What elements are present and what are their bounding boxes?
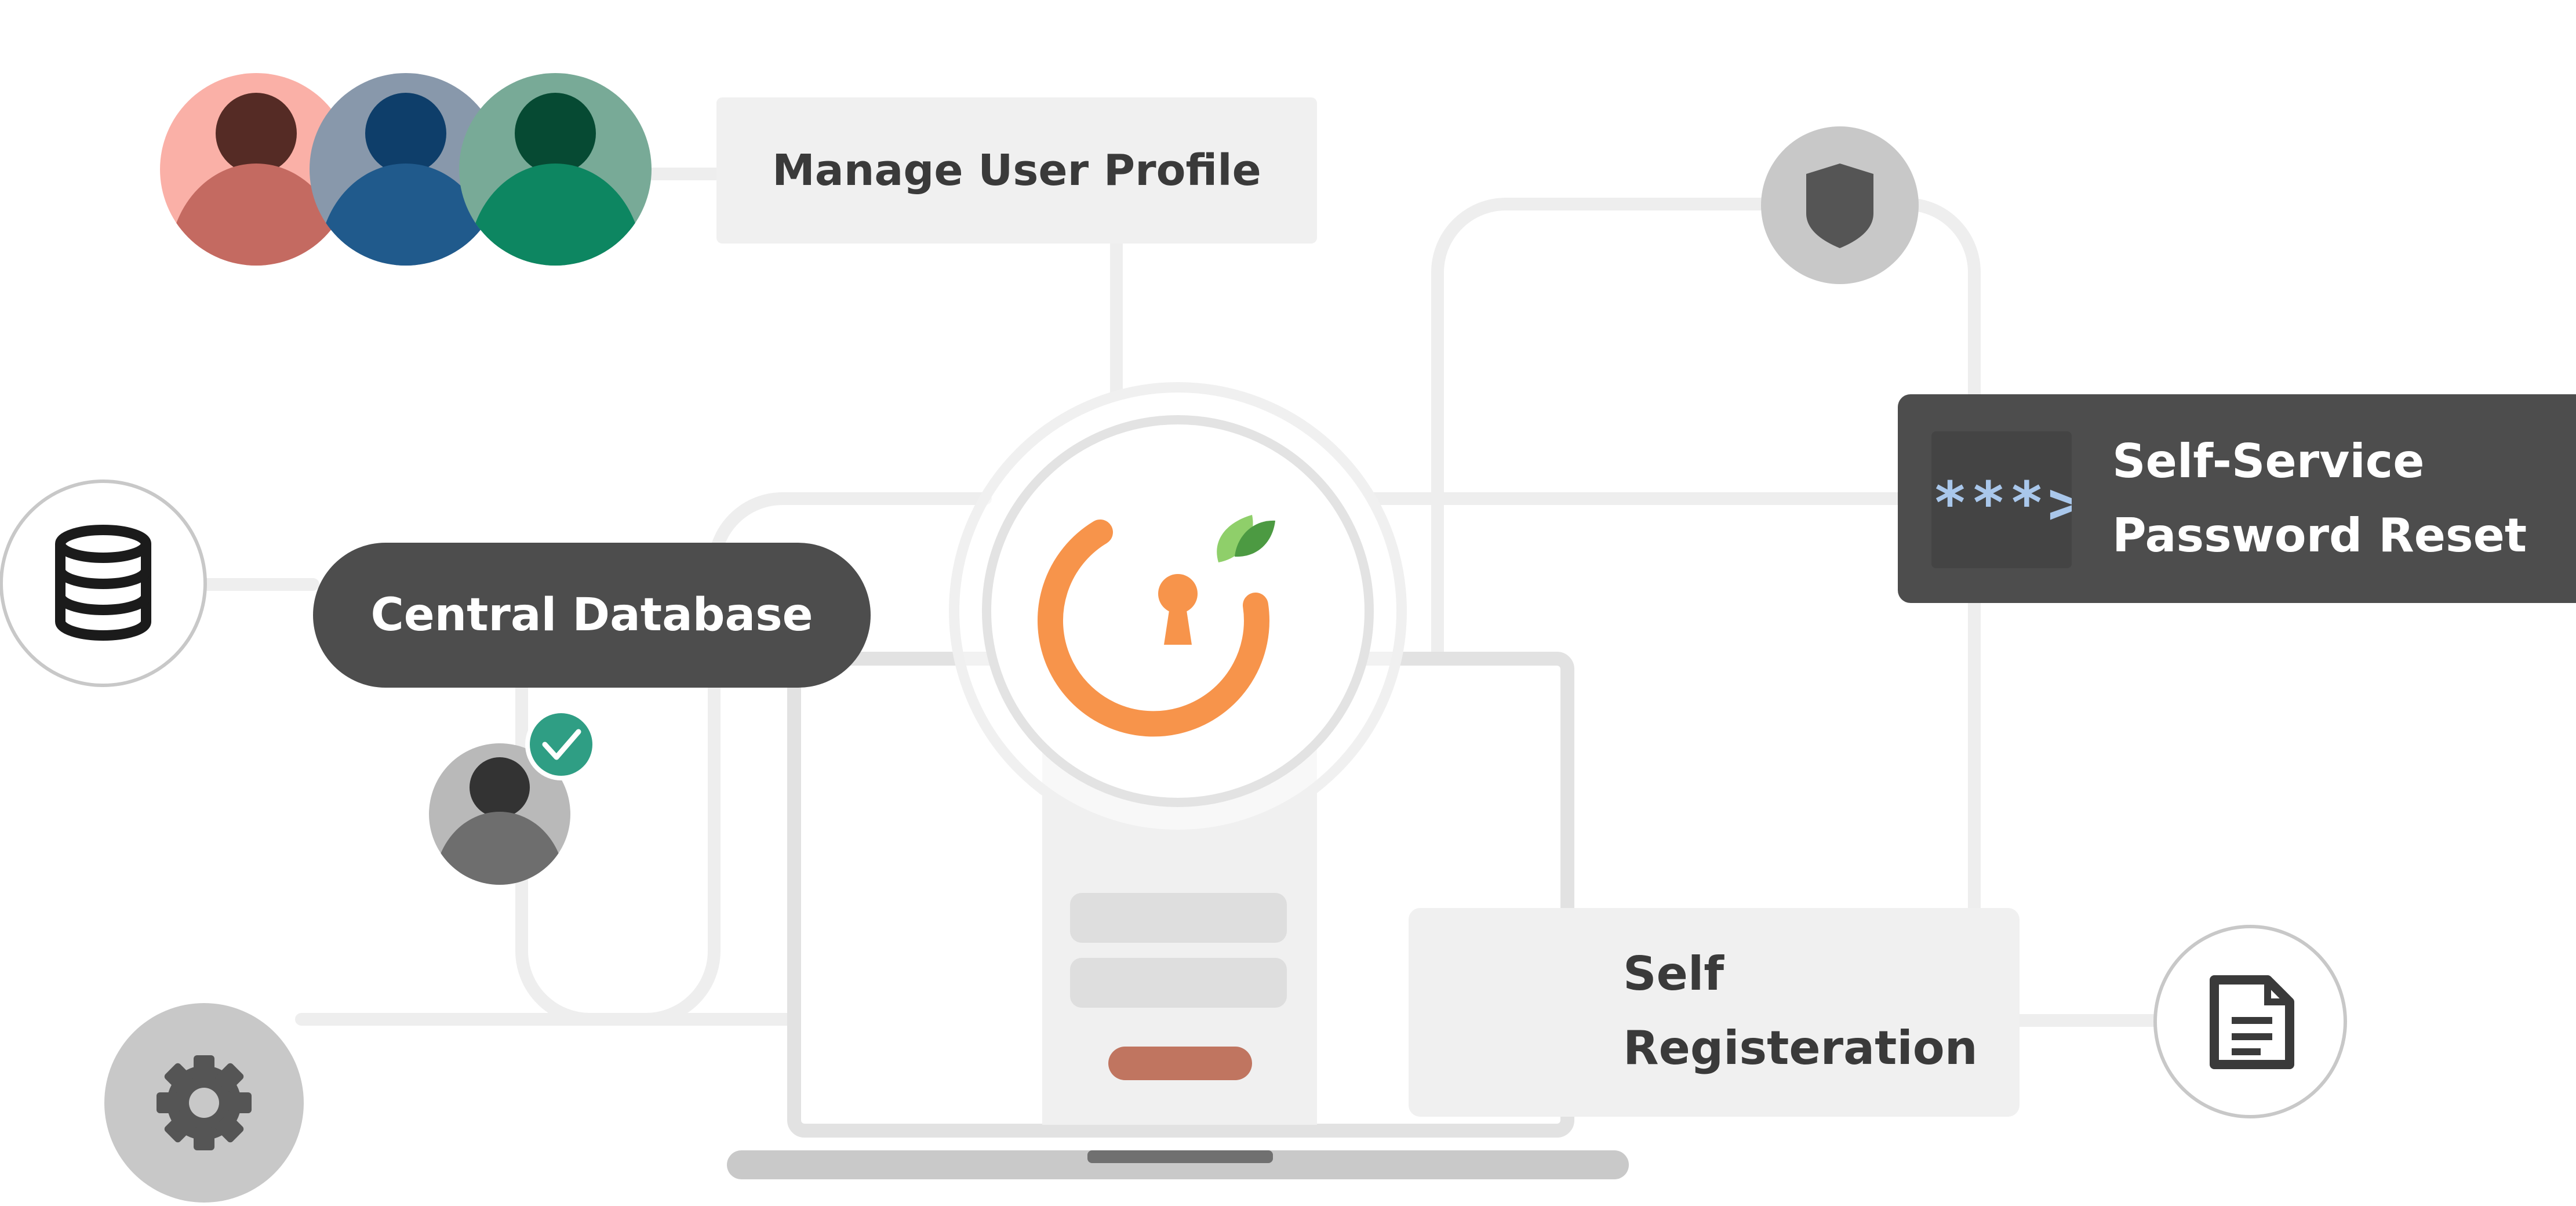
checkmark-icon <box>542 729 581 760</box>
connector-shield-route <box>1431 198 1981 914</box>
self-registration-label-line2: Registeration <box>1623 1021 1978 1075</box>
central-database-label: Central Database <box>370 589 813 641</box>
password-reset-label-line2: Password Reset <box>2112 508 2527 562</box>
manage-user-profile-label: Manage User Profile <box>772 146 1261 195</box>
user-avatar-blue <box>310 73 502 266</box>
masked-password-text: ***> <box>1933 468 2072 537</box>
keyhole-logo-icon <box>1038 515 1275 737</box>
form-submit-button <box>1108 1047 1252 1080</box>
self-registration-box: Self Registeration <box>1409 908 2020 1117</box>
central-logo <box>949 382 1407 840</box>
manage-user-profile-box: Manage User Profile <box>716 97 1317 244</box>
verified-user-node <box>429 709 597 885</box>
connector-horizontal-main <box>295 492 992 1026</box>
laptop-illustration <box>727 652 1629 1179</box>
password-reset-box: ***> Self-Service Password Reset <box>1898 394 2576 603</box>
self-registration-label-line1: Self <box>1623 947 1724 1001</box>
form-field-2 <box>1070 958 1287 1008</box>
document-icon <box>2210 975 2294 1069</box>
user-avatar-red <box>160 73 352 266</box>
central-database-box: Central Database <box>313 543 871 688</box>
settings-node <box>104 1003 304 1203</box>
form-field-1 <box>1070 893 1287 943</box>
gear-icon <box>157 1055 252 1150</box>
connector-lines <box>200 168 2163 1027</box>
database-icon <box>55 525 151 641</box>
document-node <box>2153 925 2347 1118</box>
user-avatar-checkmark <box>435 757 565 885</box>
user-group-avatars <box>160 73 652 266</box>
shield-node <box>1761 126 1919 284</box>
connector-left-loop <box>515 681 801 1026</box>
database-node <box>0 480 207 687</box>
password-reset-label-line1: Self-Service <box>2112 434 2425 488</box>
masked-password-field: ***> <box>1931 431 2072 568</box>
laptop-base <box>727 1150 1629 1179</box>
shield-icon <box>1806 164 1873 248</box>
user-avatar-green <box>459 73 652 266</box>
laptop-base-notch <box>1087 1150 1273 1163</box>
